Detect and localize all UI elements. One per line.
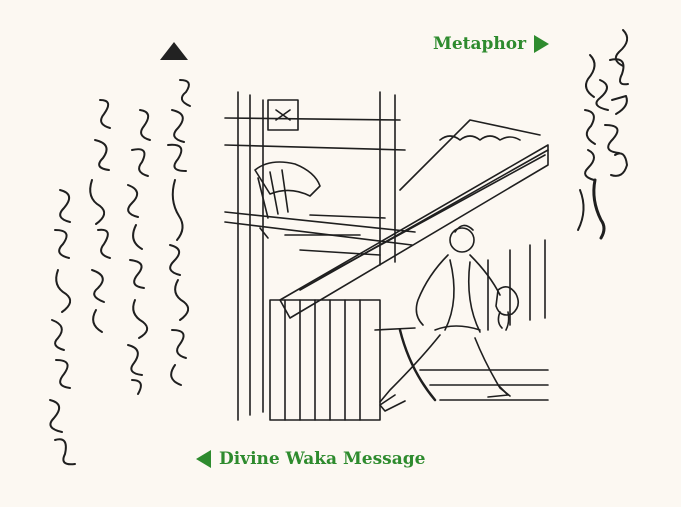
triangle-right-icon	[534, 35, 550, 53]
poem-marker-icon	[160, 42, 188, 60]
divine-waka-label: Divine Waka Message	[196, 449, 425, 469]
calligraphy-divine-waka	[49, 79, 191, 466]
woodblock-scene	[224, 91, 549, 421]
divine-waka-text: Divine Waka Message	[219, 449, 426, 469]
metaphor-label: Metaphor	[433, 34, 550, 54]
calligraphy-metaphor	[577, 29, 629, 240]
metaphor-text: Metaphor	[433, 34, 527, 54]
triangle-left-icon	[196, 450, 211, 468]
